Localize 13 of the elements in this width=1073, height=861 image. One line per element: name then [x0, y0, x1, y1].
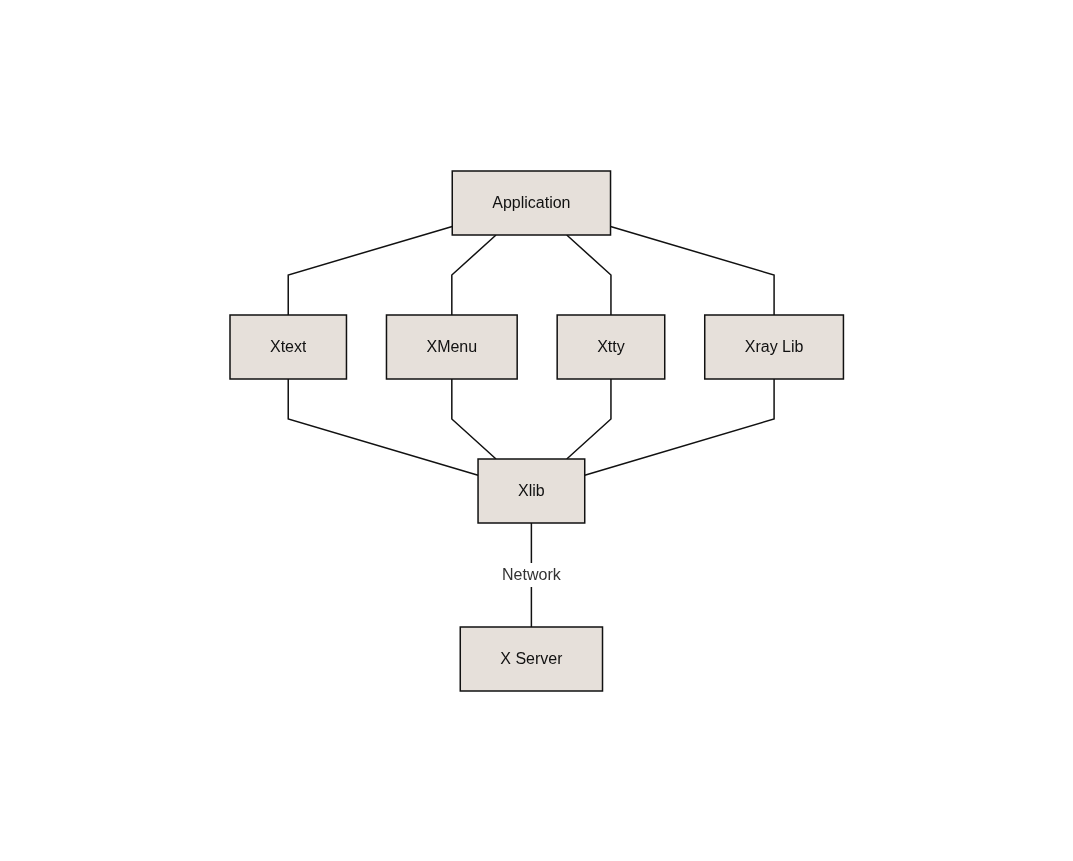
node-box: Application [451, 169, 612, 236]
node-box: Xtext [229, 313, 347, 380]
connector [450, 377, 497, 460]
connector [565, 377, 612, 460]
node-box: Xray Lib [703, 313, 844, 380]
node-box: Xlib [477, 457, 586, 524]
connector [450, 233, 497, 316]
node-box: XMenu [385, 313, 518, 380]
edge-label: Network [501, 565, 561, 583]
connector [287, 225, 453, 316]
node-box: X Server [459, 625, 604, 692]
node-box: Xtty [556, 313, 666, 380]
connector [565, 233, 612, 316]
